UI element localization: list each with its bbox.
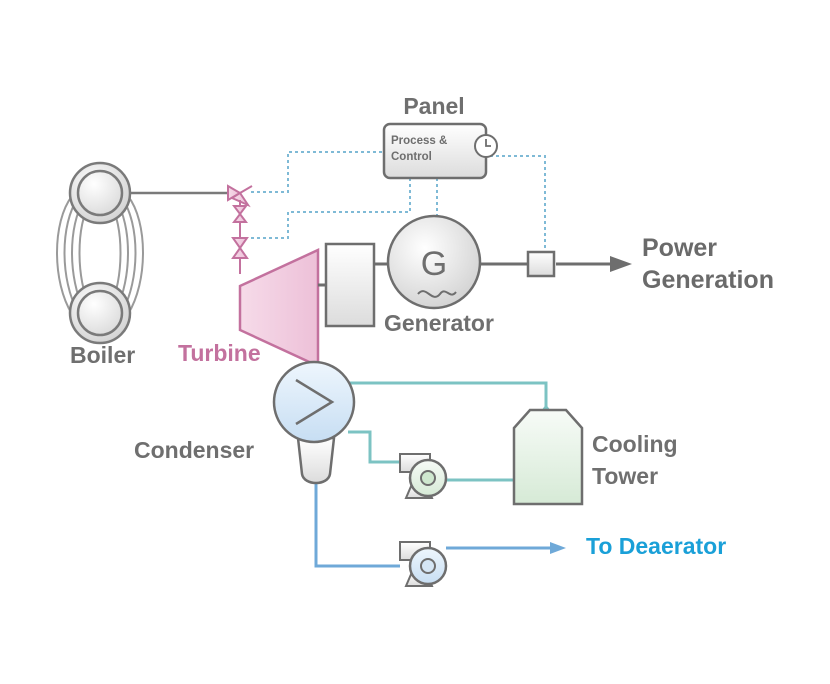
cooling-tower-label-line2: Tower <box>592 463 658 489</box>
panel-title: Panel <box>403 93 464 119</box>
cooling-water-lines <box>346 381 548 482</box>
boiler-label: Boiler <box>70 342 135 368</box>
generator-symbol: G <box>421 245 447 283</box>
power-generation-line2: Generation <box>642 266 774 294</box>
stop-valve <box>231 230 249 274</box>
control-valve <box>227 184 253 230</box>
generator: G <box>386 214 482 310</box>
cooling-water-pump <box>399 453 448 499</box>
deaerator-arrow <box>550 542 566 554</box>
panel-text-line1: Process & <box>391 135 447 147</box>
condenser <box>272 360 356 485</box>
generator-coupling <box>324 242 376 328</box>
condenser-label: Condenser <box>134 437 254 463</box>
cooling-tower-label-line1: Cooling <box>592 431 678 457</box>
power-output-arrow <box>610 256 632 272</box>
generator-label: Generator <box>384 310 494 336</box>
breaker <box>526 250 556 278</box>
control-panel <box>382 122 498 180</box>
condensate-pump <box>399 541 448 587</box>
cooling-tower <box>512 408 584 506</box>
power-generation-line1: Power <box>642 234 717 262</box>
boiler <box>56 161 144 345</box>
control-lines <box>248 151 546 252</box>
panel-text-line2: Control <box>391 151 432 163</box>
deaerator-label: To Deaerator <box>586 533 726 559</box>
turbine-label: Turbine <box>178 340 261 366</box>
condensate-line <box>314 484 552 568</box>
